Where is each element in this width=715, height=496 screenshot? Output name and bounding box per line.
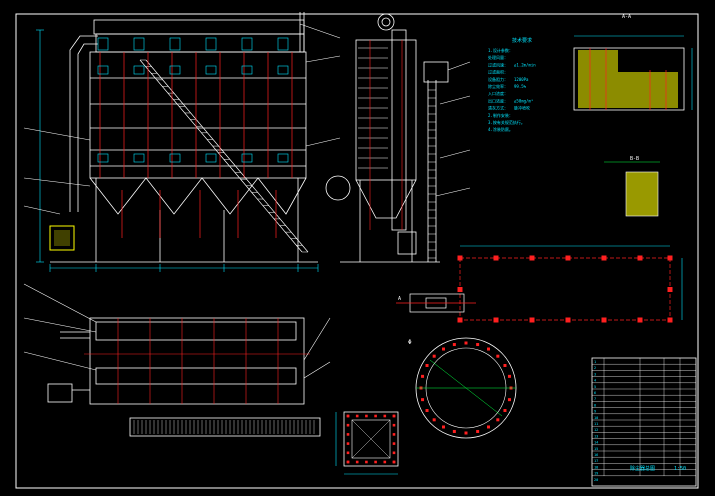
note-line: 出口浓度： (488, 97, 508, 103)
plan-leaders (23, 283, 331, 379)
title-row-num: 8 (594, 403, 596, 407)
title-row-num: 13 (594, 434, 598, 438)
foundation-plan (457, 245, 683, 323)
note-value: ≤1.2m/min (514, 62, 536, 67)
title-row-num: 12 (594, 428, 598, 432)
circular-flange: Φ (408, 337, 517, 439)
note-line: 设备阻力： (488, 76, 508, 82)
note-line: 处理风量： (488, 54, 508, 60)
section-b-b: B-B (604, 156, 660, 217)
title-row-num: 10 (594, 416, 598, 420)
title-row-num: 20 (594, 478, 598, 482)
title-row-num: 5 (594, 385, 596, 389)
title-row-num: 11 (594, 422, 598, 426)
note-line: 清灰方式： (488, 105, 508, 111)
plan-view (47, 317, 321, 437)
front-stair (139, 59, 309, 253)
drawing-name: 除尘器总图 (630, 465, 655, 472)
title-row-num: 6 (594, 391, 596, 395)
note-line: 入口浓度： (488, 90, 508, 96)
note-line: 过滤风速： (488, 61, 508, 67)
note-value: 脉冲喷吹 (514, 105, 530, 111)
section-b-b-label: B-B (630, 156, 639, 162)
note-line: 4.涂装防腐。 (488, 126, 513, 132)
drawing-border (15, 13, 699, 489)
title-row-num: 4 (594, 379, 596, 383)
plan-grating (133, 420, 315, 434)
title-row-num: 3 (594, 372, 596, 376)
note-line: 1.设计参数： (488, 47, 513, 53)
title-row-num: 9 (594, 410, 596, 414)
note-line: 2.制作安装： (488, 112, 513, 118)
title-row-num: 2 (594, 366, 596, 370)
title-row-num: 7 (594, 397, 596, 401)
title-row-num: 14 (594, 441, 598, 445)
front-leaders (23, 23, 341, 215)
side-elevation (325, 13, 449, 263)
flange-dia-label: Φ (408, 339, 412, 346)
technical-notes: 技术要求 1.设计参数：处理风量：过滤风速： ≤1.2m/min 过滤面积：设备阻力… (488, 37, 536, 132)
section-a-a-label: A-A (622, 14, 631, 20)
front-dimensions (36, 29, 319, 272)
note-line: 除尘效率： (488, 83, 508, 89)
side-centerlines (369, 40, 403, 230)
title-row-num: 19 (594, 472, 598, 476)
side-leaders (435, 61, 471, 197)
note-value: 1200Pa (514, 77, 529, 82)
note-line: 过滤面积： (488, 69, 508, 75)
flange-detail: A (396, 293, 476, 313)
note-line: 3.按有关规范执行。 (488, 119, 525, 125)
detail-label-a: A (398, 296, 401, 302)
front-stair-steps (140, 59, 308, 253)
title-row-num: 16 (594, 453, 598, 457)
title-row-num: 18 (594, 465, 598, 469)
note-value: ≤50mg/m³ (514, 98, 533, 103)
side-ladder (358, 47, 436, 259)
note-value: 99.5% (514, 84, 527, 89)
title-row-num: 15 (594, 447, 598, 451)
front-centerlines (99, 52, 293, 238)
notes-title: 技术要求 (512, 37, 532, 44)
front-details (97, 37, 289, 163)
plan-centerlines (84, 318, 310, 404)
section-a-a: A-A (573, 14, 693, 111)
title-row-num: 1 (594, 360, 596, 364)
front-ash-unit (49, 225, 75, 251)
title-row-num: 17 (594, 459, 598, 463)
drawing-scale: 1:50 (674, 466, 686, 472)
square-flange (335, 411, 399, 475)
